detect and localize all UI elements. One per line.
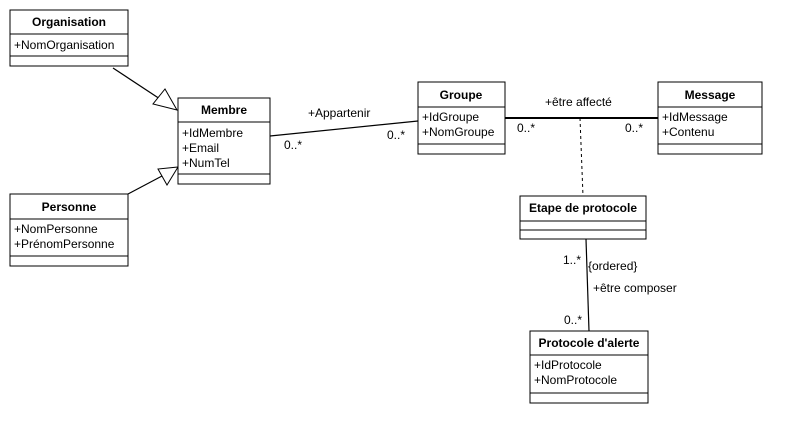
multiplicity-groupe-etre-affecte: 0..* (517, 121, 535, 135)
association-etre-composer-line (585, 238, 590, 332)
attribute: +NomGroupe (422, 125, 495, 139)
attribute: +IdMembre (182, 126, 243, 140)
attribute: +NomOrganisation (14, 38, 114, 52)
generalization-arrowhead (157, 166, 179, 186)
multiplicity-groupe-appartenir: 0..* (387, 128, 405, 142)
multiplicity-protocole-etre-composer: 0..* (564, 313, 582, 327)
class-name: Personne (42, 200, 97, 214)
constraint-ordered: {ordered} (588, 259, 637, 273)
multiplicity-etape-etre-composer: 1..* (563, 253, 581, 267)
class-name: Message (685, 88, 736, 102)
class-name: Groupe (440, 88, 483, 102)
attribute: +NumTel (182, 156, 230, 170)
class-name: Organisation (32, 15, 106, 29)
class-message[interactable]: Message +IdMessage +Contenu (657, 81, 763, 155)
attribute: +Email (182, 141, 219, 155)
class-name: Etape de protocole (529, 201, 637, 215)
class-name: Protocole d'alerte (539, 336, 640, 350)
association-appartenir-line (269, 120, 419, 137)
class-groupe[interactable]: Groupe +IdGroupe +NomGroupe (417, 81, 506, 155)
attribute: +NomPersonne (14, 222, 98, 236)
class-protocole-d-alerte[interactable]: Protocole d'alerte +IdProtocole +NomProt… (529, 330, 649, 404)
class-organisation[interactable]: Organisation +NomOrganisation (9, 9, 129, 67)
attribute: +NomProtocole (534, 373, 617, 387)
class-etape-de-protocole[interactable]: Etape de protocole (519, 195, 647, 240)
generalization-personne-membre (127, 166, 179, 195)
attribute: +IdMessage (662, 110, 728, 124)
generalization-arrowhead (152, 88, 179, 111)
attribute: +PrénomPersonne (14, 237, 115, 251)
association-class-dashed-link (579, 117, 584, 197)
association-label-etre-affecte: +être affecté (545, 95, 612, 109)
attribute: +IdGroupe (422, 110, 479, 124)
multiplicity-message-etre-affecte: 0..* (625, 121, 643, 135)
generalization-organisation-membre (112, 67, 179, 111)
attribute: +Contenu (662, 125, 714, 139)
multiplicity-membre-appartenir: 0..* (284, 138, 302, 152)
class-personne[interactable]: Personne +NomPersonne +PrénomPersonne (9, 193, 129, 267)
association-label-appartenir: +Appartenir (308, 106, 370, 120)
class-name: Membre (201, 103, 247, 117)
association-label-etre-composer: +être composer (593, 281, 677, 295)
class-membre[interactable]: Membre +IdMembre +Email +NumTel (177, 97, 271, 185)
attribute: +IdProtocole (534, 358, 602, 372)
